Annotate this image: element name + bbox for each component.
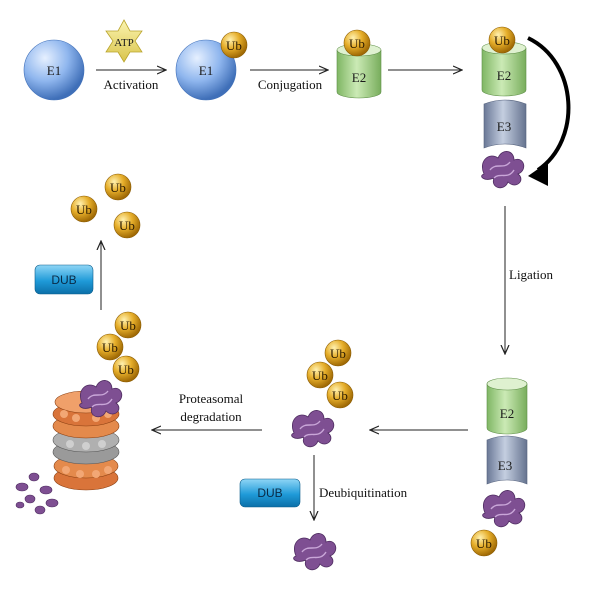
ub-label: Ub [349,36,365,51]
ubiquitin-icon [470,529,498,557]
ubiquitin-icon [114,311,142,339]
e1-enzyme: E1 [23,39,85,101]
ub-label: Ub [312,368,328,383]
proteasome-icon [52,390,120,491]
dub-enzyme-bottom: DUB [239,478,301,508]
degradation-label: degradation [180,409,242,424]
ubiquitin-icon [306,361,334,389]
e2-charged-label: E2 [497,68,511,83]
substrate-protein-icon [481,151,525,189]
substrate-protein-icon [482,490,526,528]
e1-ub-complex: E1 Ub [175,31,248,101]
ub-label: Ub [226,38,242,53]
ubiquitin-icon [113,211,141,239]
dub-left-label: DUB [51,273,76,287]
ub-label: Ub [494,33,510,48]
e1-loaded-label: E1 [199,63,213,78]
e2-e3-ubiquitinated-substrate: E2 E3 Ub [470,377,528,557]
e2-ub-complex: E2 Ub [336,29,382,99]
e2-e3-substrate-complex: E2 Ub E3 [481,26,527,189]
ubiquitin-icon [324,339,352,367]
free-ubiquitin-pool: Ub Ub Ub [70,173,141,239]
ub-label: Ub [118,362,134,377]
e2-label: E2 [352,70,366,85]
ubiquitin-icon [488,26,516,54]
e1-label: E1 [47,63,61,78]
ubiquitin-icon [70,195,98,223]
e3-bottom-label: E3 [498,458,512,473]
dub-bottom-label: DUB [257,486,282,500]
ub-label: Ub [119,218,135,233]
proteasomal-label: Proteasomal [179,391,244,406]
peptide-fragments [15,472,59,515]
ub-label: Ub [76,202,92,217]
ub-label: Ub [476,536,492,551]
activation-label: Activation [104,77,159,92]
e2-bottom-label: E2 [500,406,514,421]
ub-label: Ub [120,318,136,333]
ub-label: Ub [110,180,126,195]
polyubiquitinated-substrate: Ub Ub Ub [291,339,354,448]
dub-enzyme-left: DUB [34,264,94,295]
polyubiquitinated-substrate-at-proteasome: Ub Ub Ub [79,311,142,418]
substrate-protein-icon [79,380,123,418]
e3-label: E3 [497,119,511,134]
ubiquitin-icon [104,173,132,201]
ubiquitin-icon [343,29,371,57]
ub-label: Ub [332,388,348,403]
substrate-protein-icon [293,533,337,571]
ligation-label: Ligation [509,267,554,282]
ub-label: Ub [102,340,118,355]
ub-transfer-arrow [527,36,571,172]
atp-star-icon: ATP [105,19,143,63]
ubiquitin-icon [112,355,140,383]
atp-label: ATP [114,37,134,49]
deubiquitination-label: Deubiquitination [319,485,408,500]
ub-transfer-arrowhead [528,162,548,186]
ubiquitin-icon [220,31,248,59]
ubiquitin-icon [96,333,124,361]
substrate-protein-icon [291,410,335,448]
ub-label: Ub [330,346,346,361]
conjugation-label: Conjugation [258,77,323,92]
ubiquitin-icon [326,381,354,409]
